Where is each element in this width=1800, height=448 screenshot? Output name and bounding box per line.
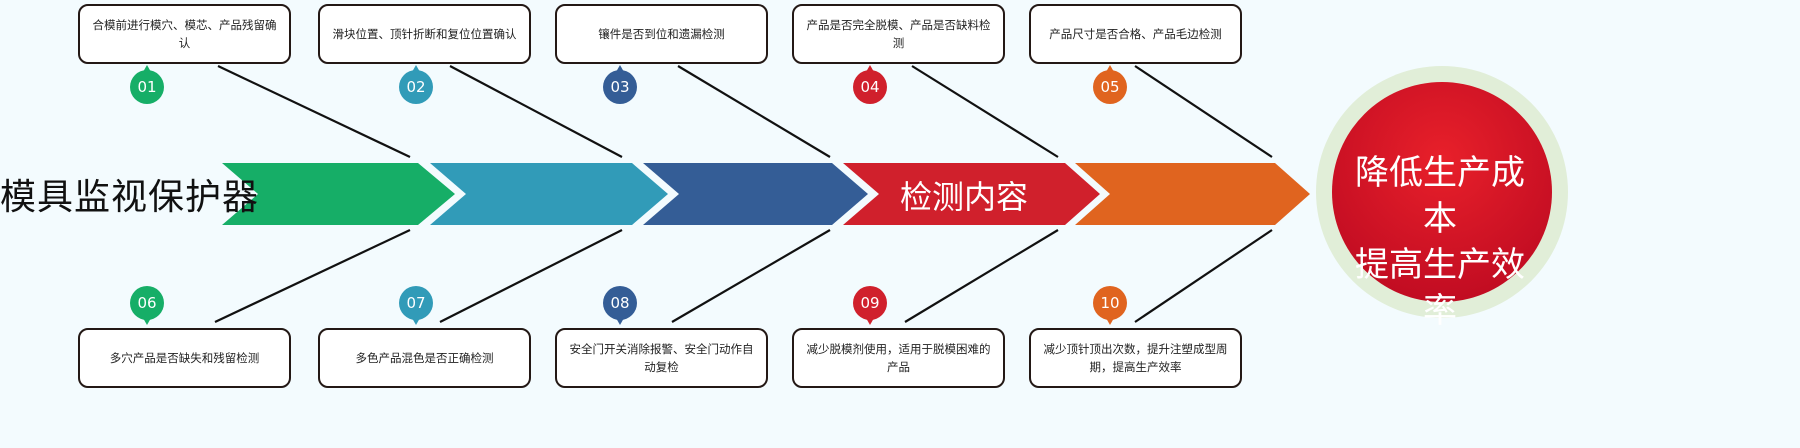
number-marker-04: 04 <box>853 65 887 104</box>
goal-line-2: 提高生产效率 <box>1355 245 1525 331</box>
number-marker-08: 08 <box>603 286 637 325</box>
number-marker-10: 10 <box>1093 286 1127 325</box>
bottom-box-07: 多色产品混色是否正确检测 <box>318 328 531 388</box>
box-text: 滑块位置、顶针折断和复位位置确认 <box>332 26 517 41</box>
box-text: 多穴产品是否缺失和残留检测 <box>109 350 260 365</box>
center-label: 检测内容 <box>900 178 1029 216</box>
top-box-04: 产品是否完全脱模、产品是否缺料检测 <box>792 4 1005 64</box>
box-text: 产品是否完全脱模、产品是否缺料检测 <box>806 17 991 50</box>
bottom-box-08: 安全门开关消除报警、安全门动作自动复检 <box>555 328 768 388</box>
goal-text: 降低生产成本提高生产效率 <box>1345 150 1535 334</box>
number-marker-06: 06 <box>130 286 164 325</box>
chevron-4 <box>843 163 1100 225</box>
box-text: 减少顶针顶出次数，提升注塑成型周期，提高生产效率 <box>1043 341 1228 374</box>
number-marker-09: 09 <box>853 286 887 325</box>
box-text: 减少脱模剂使用，适用于脱模困难的产品 <box>806 341 991 374</box>
connector-lines <box>214 65 1273 323</box>
chevron-5 <box>1075 163 1310 225</box>
box-text: 合模前进行模穴、模芯、产品残留确认 <box>92 17 277 50</box>
diagram-title: 模具监视保护器 <box>0 177 260 218</box>
number-marker-05: 05 <box>1093 65 1127 104</box>
number-marker-01: 01 <box>130 65 164 104</box>
bottom-box-06: 多穴产品是否缺失和残留检测 <box>78 328 291 388</box>
bottom-box-09: 减少脱模剂使用，适用于脱模困难的产品 <box>792 328 1005 388</box>
top-box-05: 产品尺寸是否合格、产品毛边检测 <box>1029 4 1242 64</box>
top-box-03: 镶件是否到位和遗漏检测 <box>555 4 768 64</box>
number-marker-03: 03 <box>603 65 637 104</box>
goal-circle-inner <box>1332 82 1552 302</box>
box-text: 镶件是否到位和遗漏检测 <box>598 26 725 41</box>
box-text: 产品尺寸是否合格、产品毛边检测 <box>1049 26 1222 41</box>
bottom-box-10: 减少顶针顶出次数，提升注塑成型周期，提高生产效率 <box>1029 328 1242 388</box>
box-text: 安全门开关消除报警、安全门动作自动复检 <box>569 341 754 374</box>
top-box-01: 合模前进行模穴、模芯、产品残留确认 <box>78 4 291 64</box>
chevron-2 <box>430 163 668 225</box>
chevron-3 <box>643 163 868 225</box>
goal-line-1: 降低生产成本 <box>1355 153 1525 239</box>
top-box-02: 滑块位置、顶针折断和复位位置确认 <box>318 4 531 64</box>
number-marker-07: 07 <box>399 286 433 325</box>
box-text: 多色产品混色是否正确检测 <box>355 350 494 365</box>
chevron-1 <box>222 163 455 225</box>
number-marker-02: 02 <box>399 65 433 104</box>
